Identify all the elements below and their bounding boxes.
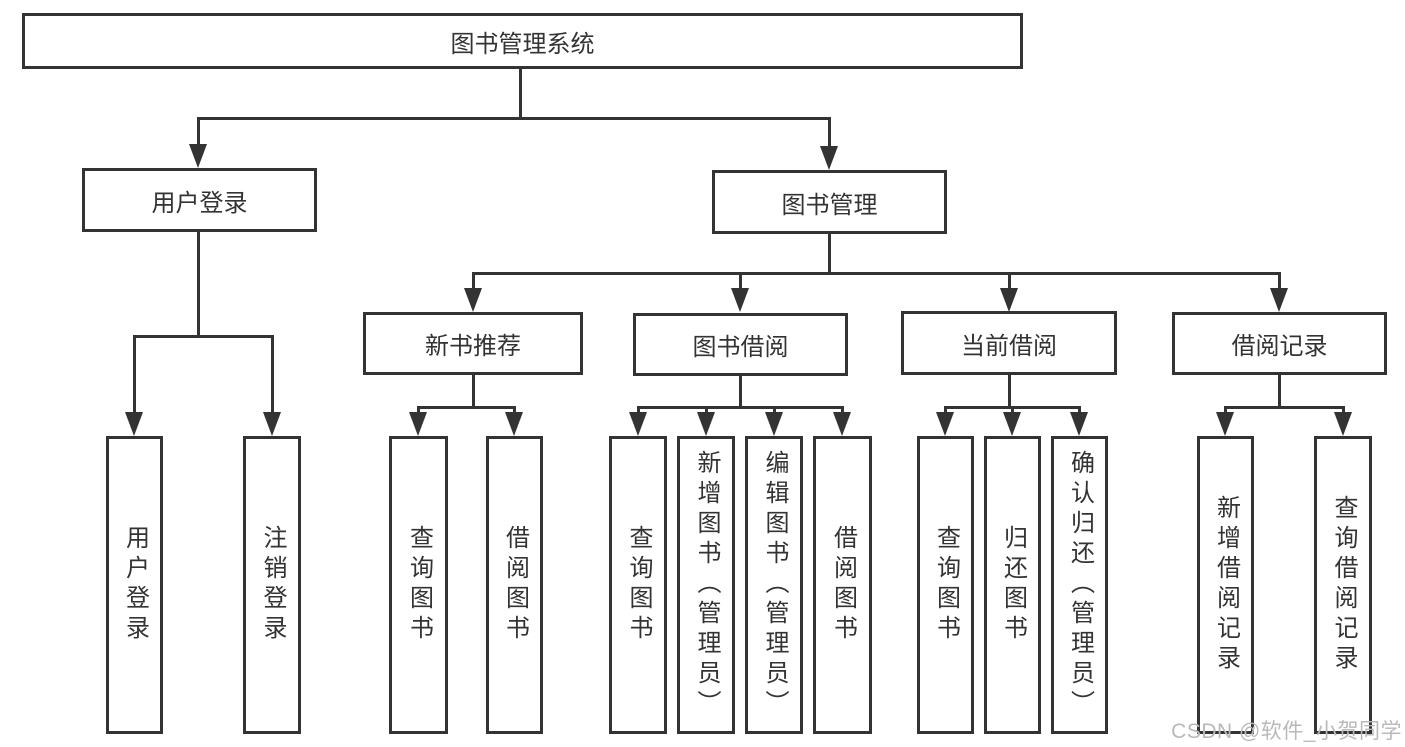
node-book-management: 图书管理: [712, 170, 947, 234]
arrow-down-icon: [936, 412, 954, 436]
leaf-label: 用户登录: [121, 525, 149, 645]
leaf-query-books: 查询图书: [609, 436, 667, 734]
connector-l3-drop: [739, 272, 742, 290]
leaf-label: 借阅图书: [501, 525, 529, 645]
leaf-label: 查询借阅记录: [1330, 495, 1357, 675]
leaf-add-borrow-record: 新增借阅记录: [1197, 436, 1254, 734]
leaf-label: 注销登录: [259, 525, 286, 645]
connector-l3-stub: [472, 375, 475, 408]
connector-leaf-drop: [513, 406, 516, 416]
arrow-down-icon: [1334, 412, 1352, 436]
connector-user-login-branch: [134, 335, 273, 338]
leaf-return-books: 归还图书: [984, 436, 1041, 734]
node-borrow-records: 借阅记录: [1172, 312, 1387, 375]
connector-leaf-drop: [271, 335, 274, 414]
arrow-down-icon: [833, 412, 851, 436]
connector-l3-stub: [1278, 375, 1281, 408]
node-new-book-recommend: 新书推荐: [363, 312, 583, 375]
leaf-user-login: 用户登录: [106, 436, 163, 734]
connector-level2-branch: [197, 117, 831, 120]
node-current-borrow: 当前借阅: [901, 311, 1117, 375]
arrow-down-icon: [731, 288, 749, 312]
connector-l3-stub: [739, 376, 742, 408]
arrow-down-icon: [189, 144, 207, 168]
csdn-watermark: CSDN @软件_小贺同学: [1171, 720, 1402, 743]
connector-leaf-drop: [1342, 406, 1345, 416]
connector-book-borrow-branch: [637, 406, 843, 409]
leaf-borrow-books: 借阅图书: [486, 436, 543, 734]
connector-book-mgmt-stub: [828, 234, 831, 275]
arrow-down-icon: [1216, 412, 1234, 436]
connector-new-books-branch: [418, 406, 515, 409]
leaf-edit-books-admin: 编辑图书（管理员）: [745, 436, 803, 734]
leaf-label: 查询图书: [932, 525, 960, 645]
leaf-label: 查询图书: [405, 525, 433, 645]
arrow-down-icon: [765, 412, 783, 436]
node-user-login: 用户登录: [82, 168, 317, 232]
leaf-label: 借阅图书: [829, 525, 857, 645]
connector-leaf-drop: [637, 406, 640, 416]
leaf-query-borrow-record: 查询借阅记录: [1314, 436, 1372, 734]
arrow-down-icon: [1003, 412, 1021, 436]
arrow-down-icon: [125, 412, 143, 436]
arrow-down-icon: [820, 146, 838, 170]
connector-leaf-drop: [1224, 406, 1227, 416]
leaf-label: 新增借阅记录: [1212, 495, 1240, 675]
leaf-label: 编辑图书（管理员）: [761, 450, 788, 720]
connector-root-stub: [519, 69, 522, 119]
node-book-borrow: 图书借阅: [633, 313, 848, 376]
connector-l3-drop: [472, 272, 475, 290]
leaf-confirm-return-admin: 确认归还（管理员）: [1051, 436, 1108, 734]
arrow-down-icon: [1270, 288, 1288, 312]
leaf-label: 归还图书: [999, 525, 1027, 645]
connector-leaf-drop: [773, 406, 776, 416]
connector-borrow-records-branch: [1225, 406, 1344, 409]
connector-level3-branch: [472, 272, 1280, 275]
node-root-library-management-system: 图书管理系统: [22, 13, 1023, 69]
arrow-down-icon: [1070, 412, 1088, 436]
arrow-down-icon: [697, 412, 715, 436]
leaf-query-books: 查询图书: [389, 436, 448, 734]
connector-book-mgmt-drop: [828, 117, 831, 147]
arrow-down-icon: [409, 412, 427, 436]
connector-user-login-drop: [197, 117, 200, 145]
connector-leaf-drop: [1078, 406, 1081, 416]
leaf-borrow-books: 借阅图书: [813, 436, 872, 734]
connector-l3-drop: [1278, 272, 1281, 290]
leaf-label: 确认归还（管理员）: [1066, 450, 1094, 720]
connector-l3-drop: [1008, 272, 1011, 290]
arrow-down-icon: [263, 412, 281, 436]
arrow-down-icon: [505, 412, 523, 436]
connector-leaf-drop: [417, 406, 420, 416]
arrow-down-icon: [464, 288, 482, 312]
connector-leaf-drop: [944, 406, 947, 416]
connector-l3-stub: [1008, 375, 1011, 408]
connector-leaf-drop: [705, 406, 708, 416]
leaf-logout: 注销登录: [243, 436, 301, 734]
leaf-add-books-admin: 新增图书（管理员）: [677, 436, 735, 734]
connector-leaf-drop: [841, 406, 844, 416]
connector-leaf-drop: [1011, 406, 1014, 416]
leaf-label: 查询图书: [625, 525, 652, 645]
leaf-query-books: 查询图书: [917, 436, 974, 734]
leaf-label: 新增图书（管理员）: [693, 450, 720, 720]
connector-user-login-stub: [197, 232, 200, 337]
arrow-down-icon: [1000, 288, 1018, 312]
arrow-down-icon: [629, 412, 647, 436]
connector-leaf-drop: [133, 335, 136, 414]
